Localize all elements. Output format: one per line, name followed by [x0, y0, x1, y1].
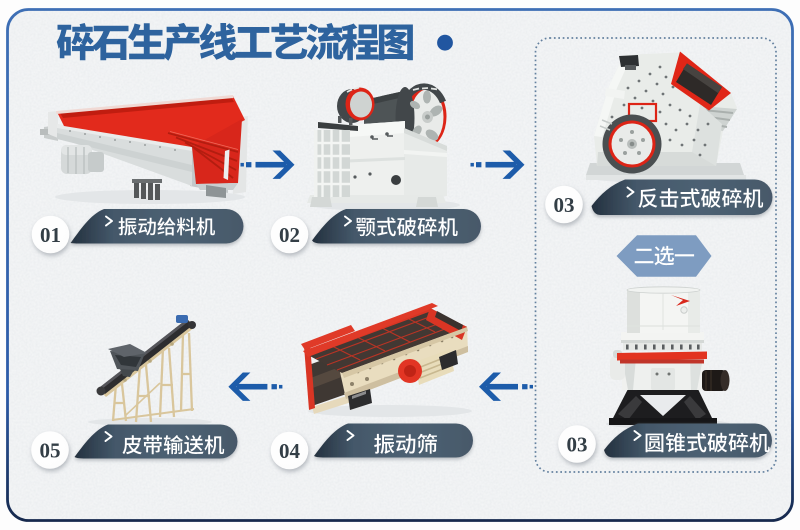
- svg-text:03: 03: [567, 433, 588, 457]
- svg-text:04: 04: [279, 439, 301, 463]
- svg-text:05: 05: [40, 439, 61, 463]
- svg-text:02: 02: [279, 223, 300, 247]
- svg-text:03: 03: [554, 193, 575, 217]
- svg-text:01: 01: [40, 223, 61, 247]
